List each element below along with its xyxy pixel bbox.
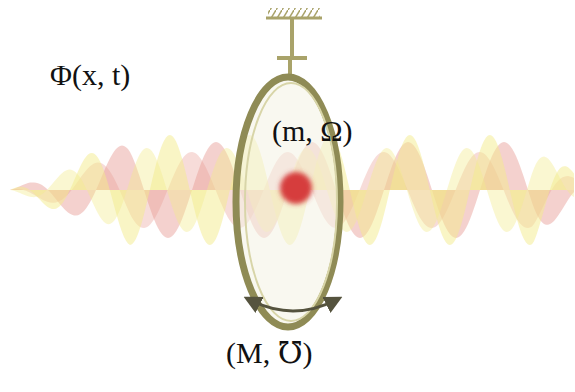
field-label: Φ(x, t)	[50, 58, 130, 91]
atom-label: (m, Ω)	[272, 114, 353, 147]
rotation-arrow	[250, 300, 336, 311]
mirror-label: (M, ℧)	[226, 336, 313, 369]
atom	[280, 172, 312, 204]
support-rod	[290, 18, 294, 58]
